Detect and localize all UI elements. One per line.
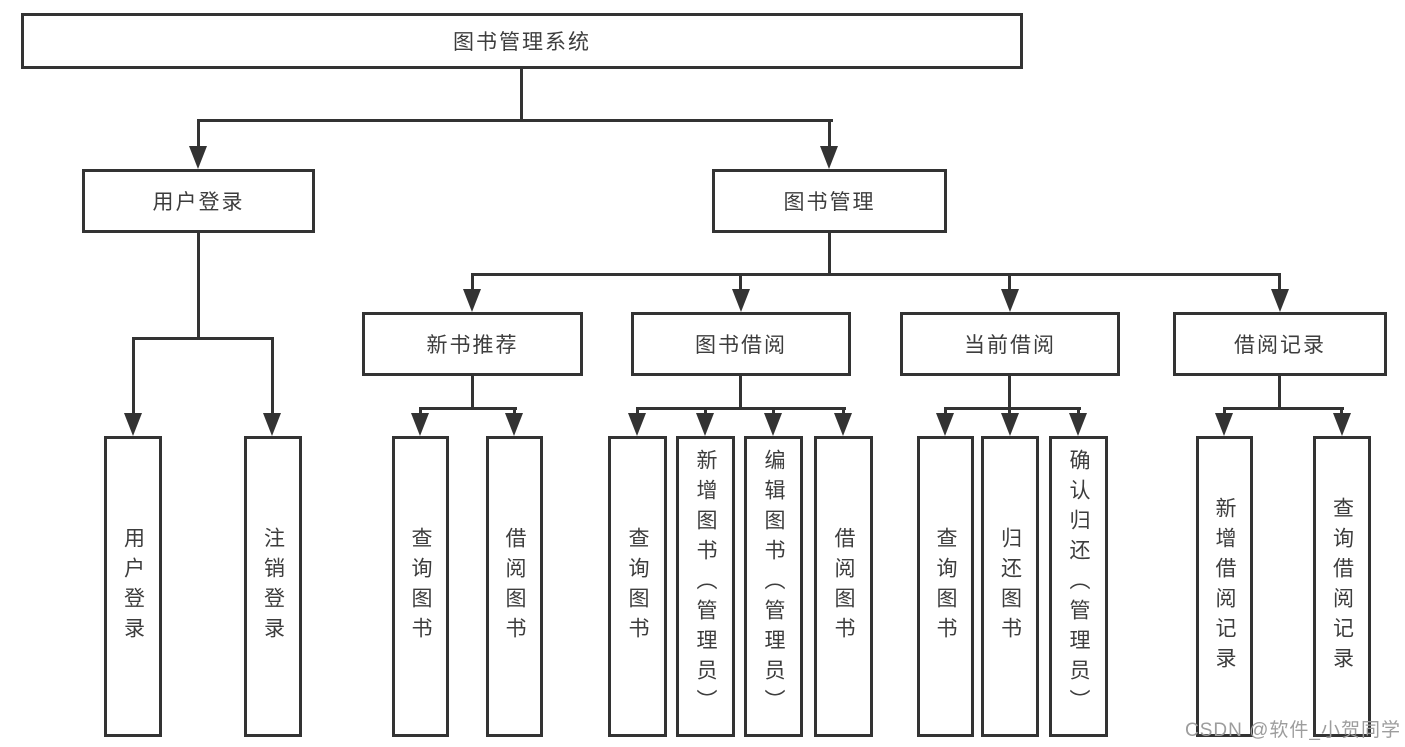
- connector-arrow: [505, 413, 523, 436]
- connector-arrow: [820, 146, 838, 169]
- connector-line: [513, 407, 516, 415]
- connector-line: [471, 273, 1281, 276]
- connector-line: [132, 337, 135, 413]
- connector-arrow: [263, 413, 281, 436]
- connector-line: [772, 407, 775, 415]
- node-edit-books-admin: 编辑图书（管理员）: [744, 436, 803, 737]
- connector-line: [1008, 273, 1011, 289]
- connector-arrow: [1271, 289, 1289, 312]
- connector-line: [419, 407, 517, 410]
- node-query-books-newrec: 查询图书: [392, 436, 449, 737]
- node-label: 图书借阅: [695, 334, 787, 357]
- connector-line: [1278, 376, 1281, 407]
- node-book-management: 图书管理: [712, 169, 947, 233]
- node-label: 注销登录: [261, 526, 285, 647]
- connector-line: [132, 337, 274, 340]
- node-return-books: 归还图书: [981, 436, 1039, 737]
- connector-line: [636, 407, 846, 410]
- connector-arrow: [411, 413, 429, 436]
- connector-line: [1223, 407, 1344, 410]
- node-label: 查询借阅记录: [1330, 496, 1354, 677]
- connector-line: [520, 69, 523, 119]
- node-label: 用户登录: [121, 526, 145, 647]
- connector-line: [1278, 273, 1281, 289]
- connector-arrow: [189, 146, 207, 169]
- connector-line: [704, 407, 707, 415]
- node-new-book-recommend: 新书推荐: [362, 312, 583, 376]
- connector-line: [1340, 407, 1343, 415]
- connector-line: [828, 233, 831, 273]
- connector-arrow: [764, 413, 782, 436]
- connector-line: [1008, 376, 1011, 407]
- node-borrow-books-borrowing: 借阅图书: [814, 436, 873, 737]
- node-label: 新增图书（管理员）: [694, 449, 717, 719]
- connector-line: [197, 233, 200, 337]
- connector-line: [944, 407, 1081, 410]
- connector-line: [1077, 407, 1080, 415]
- node-borrowing-records: 借阅记录: [1173, 312, 1387, 376]
- node-add-borrow-record: 新增借阅记录: [1196, 436, 1253, 737]
- connector-line: [636, 407, 639, 415]
- connector-line: [271, 337, 274, 413]
- connector-line: [1008, 407, 1011, 415]
- connector-arrow: [628, 413, 646, 436]
- node-label: 图书管理系统: [453, 31, 591, 54]
- node-label: 图书管理: [783, 191, 876, 214]
- node-borrow-books-newrec: 借阅图书: [486, 436, 543, 737]
- node-label: 查询图书: [934, 526, 957, 647]
- connector-line: [471, 376, 474, 407]
- node-user-login-group: 用户登录: [82, 169, 315, 233]
- node-label: 借阅图书: [503, 526, 526, 647]
- connector-arrow: [936, 413, 954, 436]
- node-label: 借阅记录: [1234, 334, 1326, 357]
- node-confirm-return-admin: 确认归还（管理员）: [1049, 436, 1108, 737]
- node-library-management-system: 图书管理系统: [21, 13, 1023, 69]
- node-label: 新书推荐: [426, 334, 519, 357]
- node-query-borrow-record: 查询借阅记录: [1313, 436, 1371, 737]
- node-label: 用户登录: [152, 191, 245, 214]
- node-logout-login: 注销登录: [244, 436, 302, 737]
- node-query-books-current: 查询图书: [917, 436, 974, 737]
- connector-line: [1223, 407, 1226, 415]
- connector-line: [828, 119, 831, 146]
- connector-arrow: [1333, 413, 1351, 436]
- node-user-login: 用户登录: [104, 436, 162, 737]
- node-label: 新增借阅记录: [1213, 496, 1236, 677]
- connector-arrow: [124, 413, 142, 436]
- node-label: 借阅图书: [832, 526, 855, 647]
- connector-arrow: [732, 289, 750, 312]
- connector-line: [197, 119, 200, 146]
- node-label: 当前借阅: [964, 334, 1056, 357]
- connector-line: [842, 407, 845, 415]
- connector-arrow: [834, 413, 852, 436]
- connector-line: [739, 376, 742, 407]
- connector-arrow: [463, 289, 481, 312]
- node-label: 查询图书: [409, 526, 432, 647]
- node-book-borrowing: 图书借阅: [631, 312, 851, 376]
- connector-line: [419, 407, 422, 415]
- connector-arrow: [1001, 289, 1019, 312]
- node-add-books-admin: 新增图书（管理员）: [676, 436, 735, 737]
- connector-line: [197, 119, 833, 122]
- connector-line: [944, 407, 947, 415]
- node-label: 归还图书: [998, 526, 1022, 647]
- connector-line: [471, 273, 474, 289]
- connector-arrow: [1215, 413, 1233, 436]
- connector-arrow: [1069, 413, 1087, 436]
- connector-arrow: [696, 413, 714, 436]
- node-label: 查询图书: [626, 526, 649, 647]
- node-label: 编辑图书（管理员）: [762, 449, 785, 719]
- node-current-borrowing: 当前借阅: [900, 312, 1120, 376]
- connector-arrow: [1001, 413, 1019, 436]
- node-query-books-borrowing: 查询图书: [608, 436, 667, 737]
- connector-line: [739, 273, 742, 289]
- node-label: 确认归还（管理员）: [1067, 449, 1090, 719]
- watermark: CSDN @软件_小贺同学: [1185, 720, 1401, 741]
